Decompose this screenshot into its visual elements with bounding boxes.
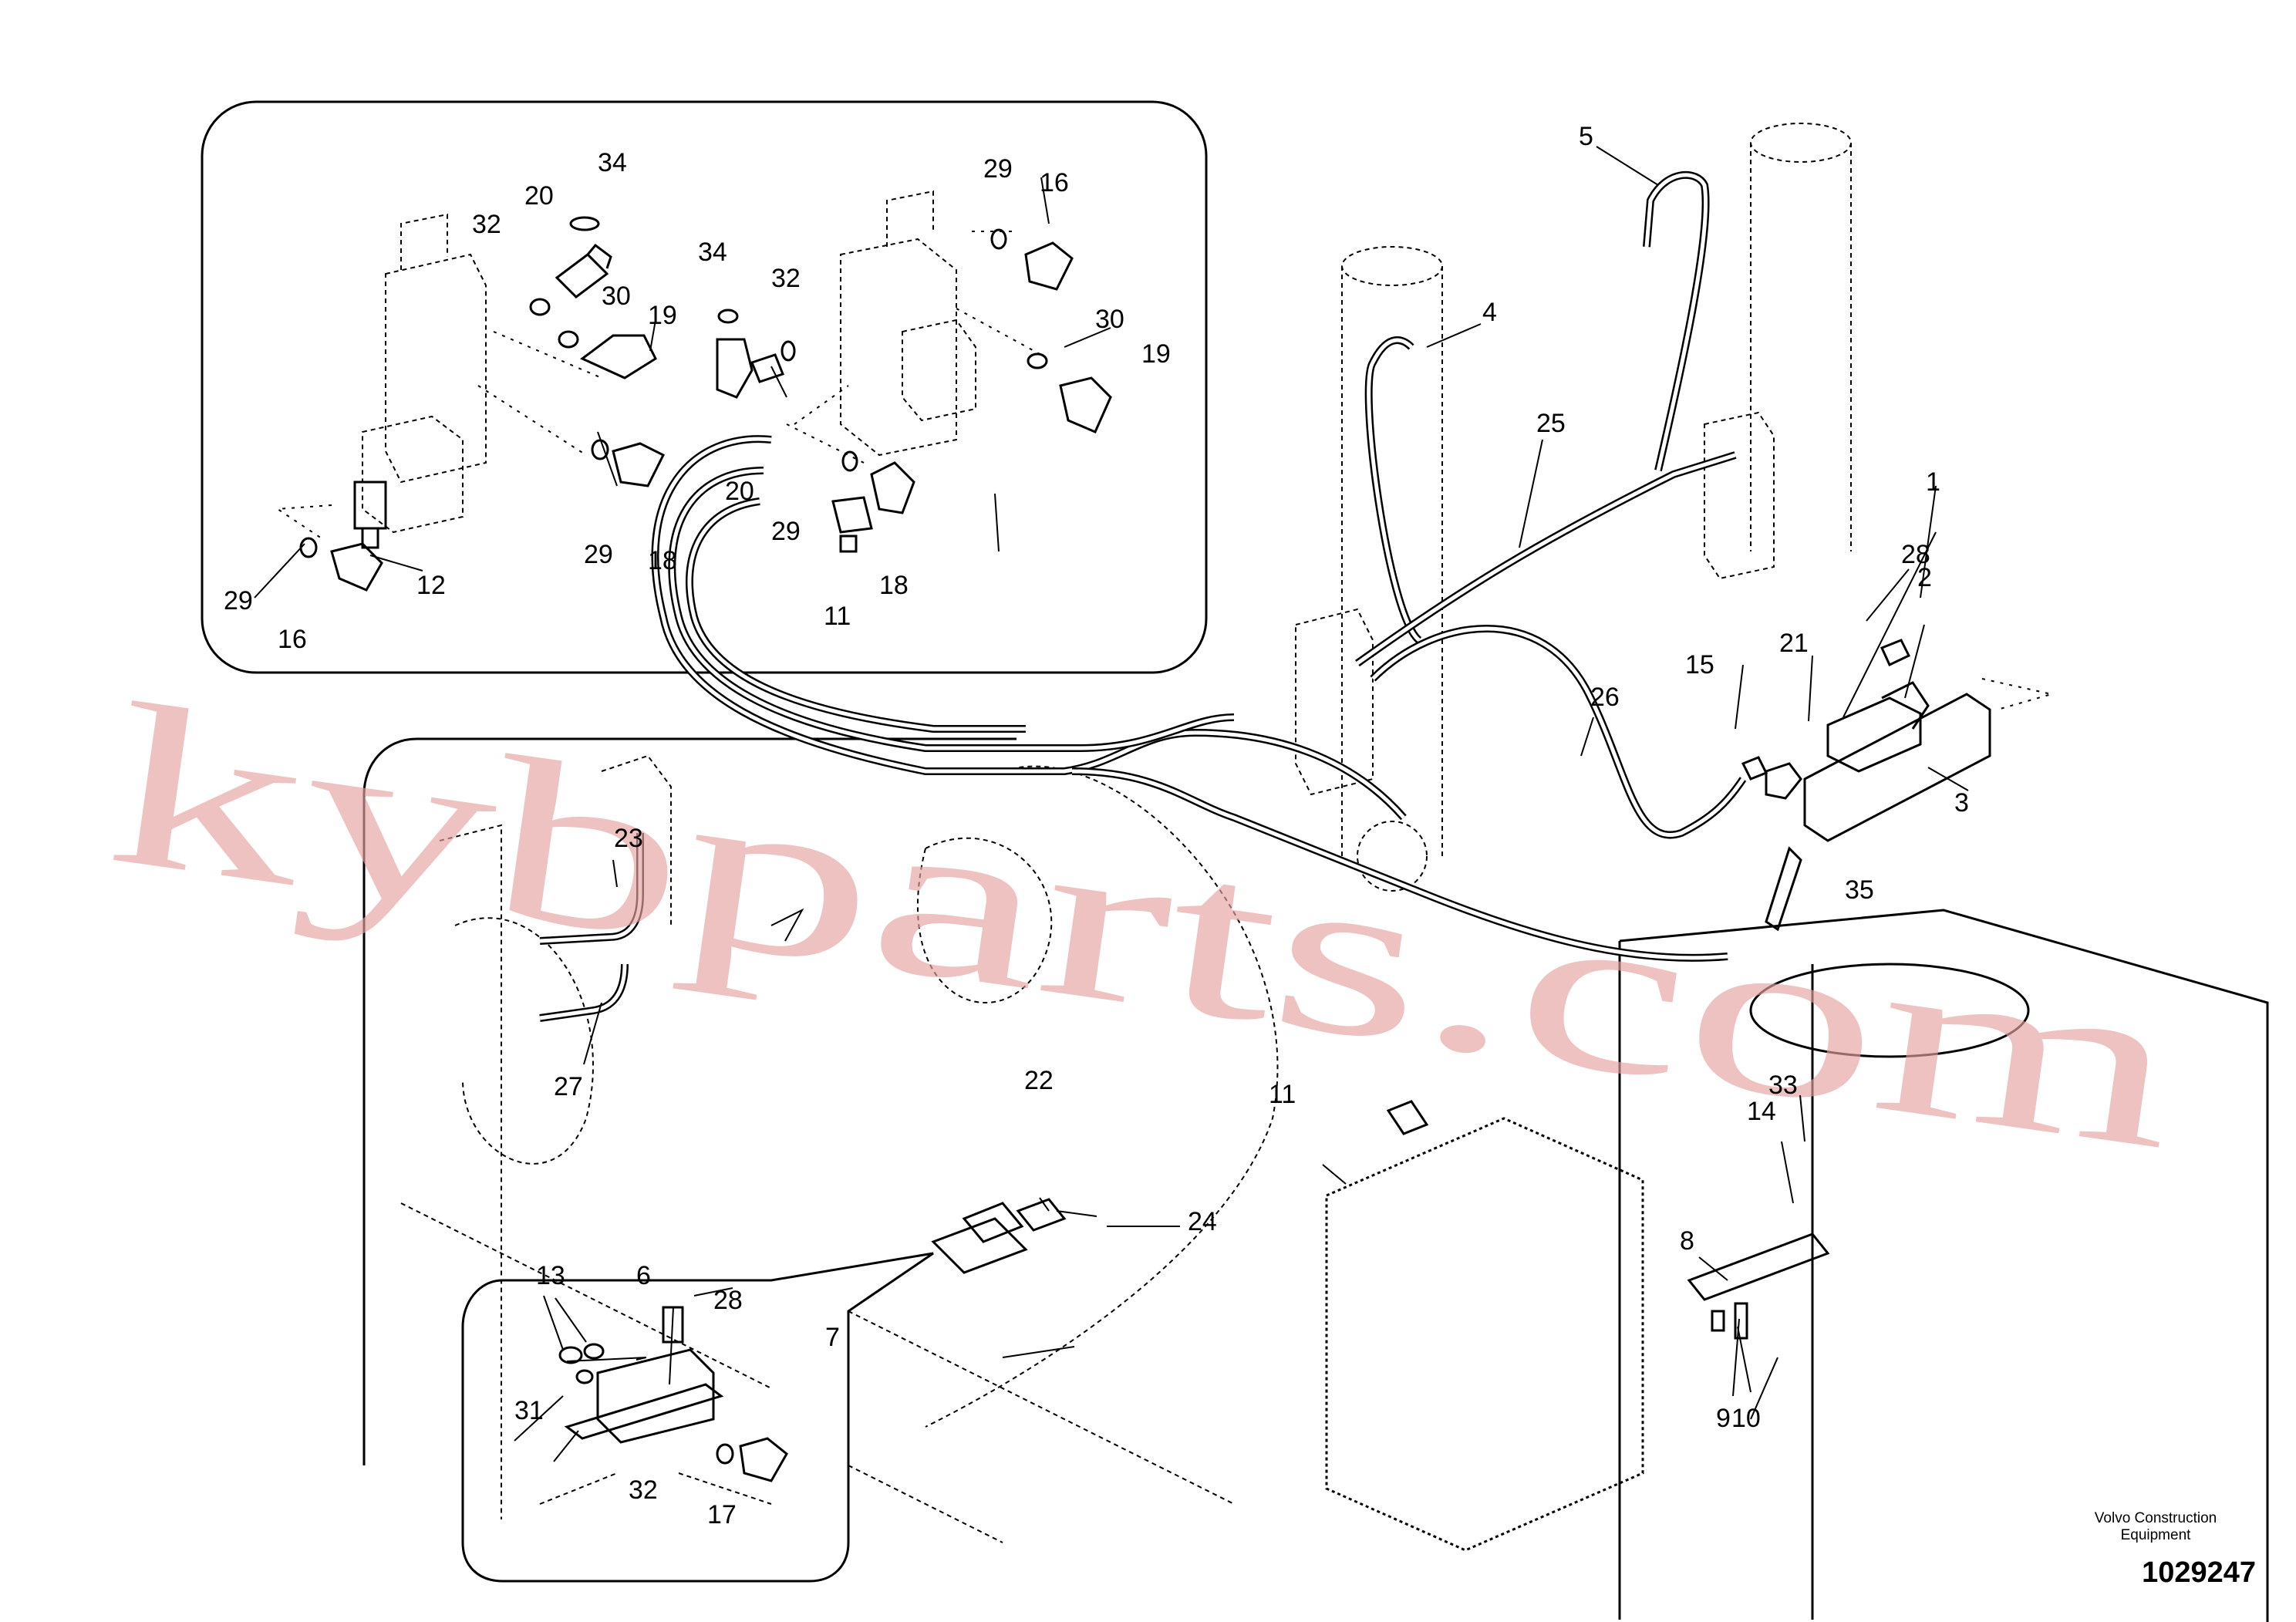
leader-lines	[254, 146, 1969, 1462]
publisher-line-1: Volvo Construction	[2094, 1510, 2217, 1526]
publisher-line-2: Equipment	[2120, 1527, 2191, 1543]
callout-28-a: 28	[1901, 540, 1930, 569]
detail-box-valves	[201, 100, 1208, 674]
callout-13: 13	[536, 1261, 565, 1290]
callout-27: 27	[554, 1072, 583, 1101]
callout-2: 2	[1917, 563, 1932, 592]
drawing-number: 1029247	[2142, 1556, 2256, 1589]
callout-5: 5	[1579, 122, 1593, 151]
callout-34-b: 34	[698, 238, 727, 267]
callout-29-a: 29	[983, 154, 1013, 184]
callout-29-c: 29	[584, 540, 613, 569]
callout-28-b: 28	[713, 1286, 743, 1315]
callout-4: 4	[1482, 298, 1497, 327]
callout-30-a: 30	[602, 282, 631, 311]
callout-23: 23	[614, 824, 643, 853]
callout-18-b: 18	[879, 571, 909, 600]
callout-numbers: 1 2 3 4 5 6 7 8 9 10 11 11 12 13 14 15 1…	[224, 122, 1969, 1529]
callout-18-a: 18	[648, 546, 677, 575]
callout-17: 17	[707, 1500, 737, 1529]
callout-8: 8	[1680, 1226, 1694, 1256]
callout-24: 24	[1188, 1207, 1217, 1236]
callout-19-b: 19	[1141, 339, 1171, 369]
callout-12: 12	[416, 571, 446, 600]
callout-25: 25	[1536, 409, 1566, 438]
callout-20-b: 20	[725, 477, 754, 506]
callout-32-a: 32	[472, 210, 501, 239]
callout-15: 15	[1685, 650, 1714, 679]
publisher-credit: Volvo Construction Equipment	[2055, 1510, 2256, 1544]
callout-14: 14	[1747, 1097, 1776, 1126]
callout-35: 35	[1845, 875, 1874, 905]
callout-1: 1	[1926, 467, 1940, 497]
callout-16-a: 16	[1040, 168, 1069, 197]
detail-inset-block	[461, 1252, 934, 1583]
lower-main-view	[362, 435, 1830, 1552]
callout-3: 3	[1954, 788, 1969, 818]
callout-26: 26	[1590, 683, 1620, 712]
cylinder-hose-assembly	[1295, 123, 2269, 1622]
callout-29-d: 29	[771, 517, 801, 546]
callout-21: 21	[1779, 629, 1809, 658]
callout-11-b: 11	[1269, 1080, 1296, 1109]
callout-33: 33	[1768, 1071, 1798, 1100]
callout-10: 10	[1731, 1404, 1761, 1433]
callout-11-a: 11	[824, 602, 851, 631]
callout-30-b: 30	[1095, 305, 1124, 334]
callout-22: 22	[1024, 1066, 1054, 1095]
callout-9: 9	[1716, 1404, 1731, 1433]
callout-19-a: 19	[648, 301, 677, 330]
callout-31: 31	[514, 1396, 544, 1425]
callout-6: 6	[636, 1261, 651, 1290]
callout-16-b: 16	[278, 625, 307, 654]
callout-29-b: 29	[224, 586, 253, 615]
callout-32-b: 32	[771, 264, 801, 293]
callout-20-a: 20	[524, 181, 554, 211]
callout-32-c: 32	[629, 1475, 658, 1505]
callout-7: 7	[825, 1323, 840, 1352]
callout-34-a: 34	[598, 148, 627, 177]
